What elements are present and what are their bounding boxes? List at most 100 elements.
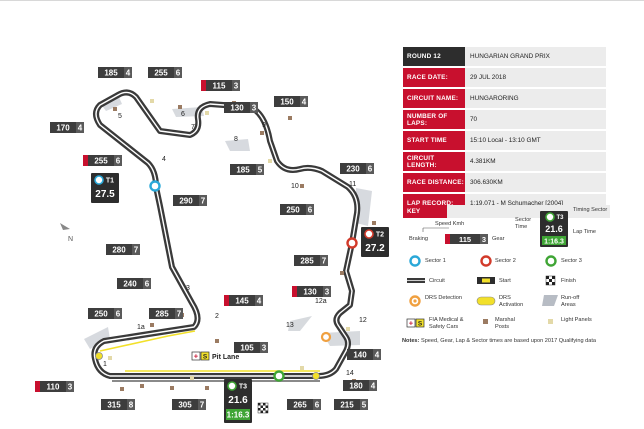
speed-value: 280 (112, 246, 126, 255)
sector-2-marker (346, 237, 358, 249)
speed-box-bg (88, 308, 114, 319)
gear-value: 3 (252, 104, 257, 113)
key-item-label: Light Panels (561, 317, 592, 323)
speed-value: 285 (155, 310, 169, 319)
medical-icon-text: + (194, 352, 199, 361)
key-item-label: DRS Detection (425, 295, 462, 301)
gear-box-bg (66, 381, 74, 392)
speed-box-bg (40, 381, 66, 392)
speed-box-bg (230, 164, 256, 175)
turn-label: 7 (191, 124, 195, 131)
speed-value: 150 (280, 98, 294, 107)
key-item-label: Sector 1 (425, 258, 446, 264)
gear-value: 4 (375, 351, 380, 360)
speed-box-bg (50, 122, 76, 133)
sector-time: 27.5 (95, 189, 115, 200)
gear-box-bg (175, 308, 183, 319)
runoff-areas (84, 95, 372, 349)
info-row: CIRCUIT NAME:HUNGARORING (403, 89, 606, 108)
info-row: CIRCUIT LENGTH:4.381KM (403, 152, 606, 171)
info-value: HUNGARORING (465, 89, 606, 108)
gear-value: 3 (325, 288, 330, 297)
speed-value: 240 (123, 280, 137, 289)
checkered-flag-icon (257, 402, 269, 414)
gear-value: 6 (368, 165, 373, 174)
braking-marker (35, 381, 40, 392)
braking-marker (224, 295, 229, 306)
light-panel (108, 356, 112, 360)
speed-value: 105 (240, 344, 254, 353)
marshal-post (215, 339, 219, 343)
gear-value: 4 (302, 98, 307, 107)
speed-value: 115 (213, 82, 226, 91)
turn-label: 6 (181, 111, 185, 118)
speed-box-bg (88, 155, 114, 166)
gear-value: 4 (78, 124, 83, 133)
key-item-label: Sector 2 (495, 258, 516, 264)
gear-value: 7 (134, 246, 139, 255)
sector-ring-icon (364, 229, 374, 239)
key-speed-header: Speed Kmh (435, 221, 465, 227)
gear-box-bg (124, 67, 132, 78)
speed-box-bg (149, 308, 175, 319)
marshal-post (170, 386, 174, 390)
gear-value: 7 (200, 401, 205, 410)
key-header-bar (447, 205, 610, 218)
gear-value: 4 (126, 69, 131, 78)
sector-3-marker (273, 370, 285, 382)
notes: Notes: Speed, Gear, Lap & Sector times a… (402, 337, 612, 345)
sector-ring-icon (227, 381, 237, 391)
speed-box-bg (343, 380, 369, 391)
marshal-post (300, 184, 304, 188)
light-panel (190, 376, 194, 380)
marshal-post-icon (483, 319, 488, 324)
track-outline (91, 89, 361, 379)
key-item-label: Sector 3 (561, 258, 582, 264)
light-panel (346, 327, 350, 331)
speed-value: 255 (154, 69, 168, 78)
gear-box-bg (114, 308, 122, 319)
marshal-post (340, 271, 344, 275)
gear-value: 6 (315, 401, 320, 410)
gear-value: 6 (308, 206, 313, 215)
speed-box-bg (206, 80, 232, 91)
gear-value: 6 (116, 310, 121, 319)
braking-marker (201, 80, 206, 91)
gear-box-bg (174, 67, 182, 78)
turn-label: 3 (186, 285, 190, 292)
key-example-braking-marker (445, 234, 450, 244)
turn-label: 5 (118, 113, 122, 120)
info-label: RACE DISTANCE: (403, 173, 465, 192)
speed-value: 145 (235, 297, 249, 306)
gear-box-bg (143, 278, 151, 289)
speed-box-bg (106, 244, 132, 255)
marshal-post (372, 221, 376, 225)
marshal-post (260, 131, 264, 135)
gear-value: 5 (258, 166, 263, 175)
marshal-post (178, 105, 182, 109)
braking-marker (83, 155, 88, 166)
runoff-area (84, 327, 110, 349)
sector-time: 21.6 (228, 395, 248, 406)
safety-car-icon (200, 351, 210, 361)
speed-box-bg (148, 67, 174, 78)
key-example-speed: 115 (459, 235, 471, 244)
marshal-post (140, 384, 144, 388)
speed-box-bg (280, 204, 306, 215)
light-panel (268, 159, 272, 163)
pit-lane-text: Pit Lane (212, 354, 239, 361)
